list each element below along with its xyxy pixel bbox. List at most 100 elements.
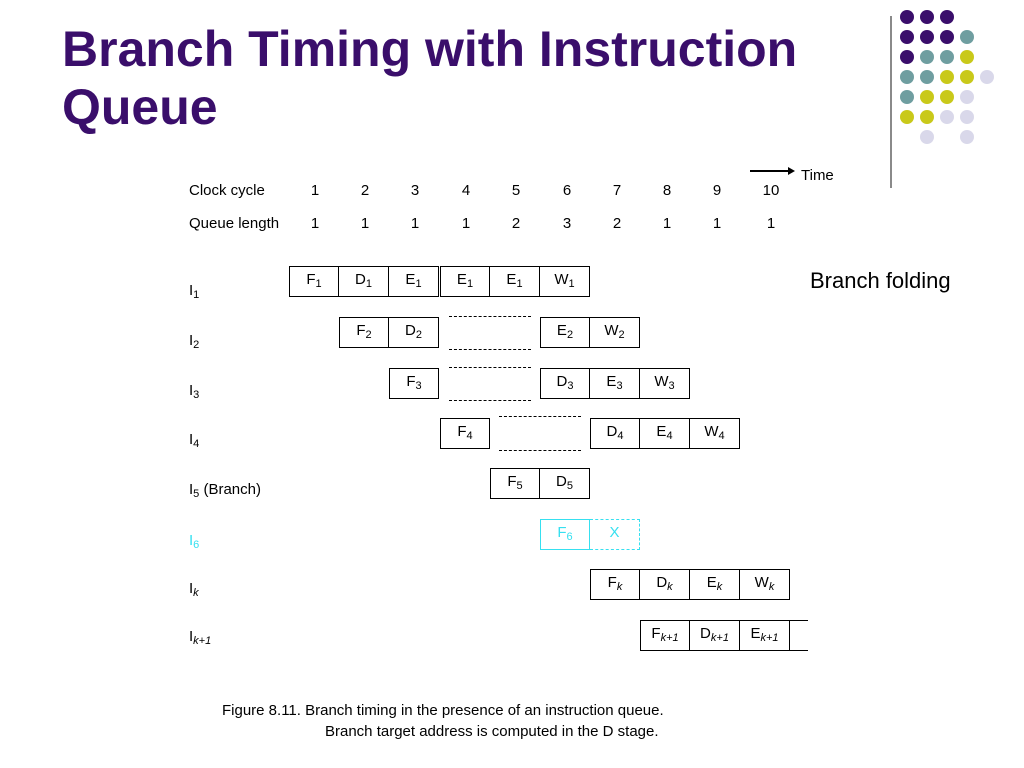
pipeline-stage-i3-1: F3 bbox=[389, 368, 439, 399]
queue-length-value: 1 bbox=[461, 215, 471, 232]
pipeline-stage-i4-3: E4 bbox=[640, 418, 690, 449]
pipeline-stage-ik-2: Dk bbox=[640, 569, 690, 600]
decorative-dot bbox=[900, 90, 914, 104]
clock-cycle-number: 7 bbox=[612, 182, 622, 199]
queue-length-value: 1 bbox=[360, 215, 370, 232]
queue-length-label: Queue length bbox=[189, 215, 280, 232]
time-label: Time bbox=[801, 167, 834, 184]
pipeline-stage-i6-1: F6 bbox=[540, 519, 590, 550]
clock-cycle-number: 5 bbox=[511, 182, 521, 199]
figure-caption-line-1: Figure 8.11. Branch timing in the presen… bbox=[222, 702, 664, 719]
clock-cycle-number: 8 bbox=[662, 182, 672, 199]
queue-length-value: 1 bbox=[662, 215, 672, 232]
decorative-dot bbox=[900, 110, 914, 124]
row-label-i1: I1 bbox=[189, 282, 200, 301]
queue-length-value: 3 bbox=[562, 215, 572, 232]
pipeline-stage-i3-4: W3 bbox=[640, 368, 690, 399]
decorative-dot bbox=[940, 110, 954, 124]
row-label-i3: I3 bbox=[189, 382, 200, 401]
pipeline-stage-i1-3: E1 bbox=[389, 266, 439, 297]
pipeline-stage-i5-1: F5 bbox=[490, 468, 540, 499]
pipeline-stage-i2-3: E2 bbox=[540, 317, 590, 348]
decorative-dot bbox=[920, 130, 934, 144]
title-divider bbox=[890, 16, 892, 188]
decorative-dot bbox=[940, 30, 954, 44]
pipeline-stage-ik1-continuation bbox=[790, 620, 808, 651]
figure-caption-line-2: Branch target address is computed in the… bbox=[325, 723, 659, 740]
decorative-dot bbox=[960, 70, 974, 84]
queue-length-value: 2 bbox=[612, 215, 622, 232]
decorative-dot bbox=[960, 130, 974, 144]
slide-title: Branch Timing with Instruction Queue bbox=[62, 21, 798, 135]
pipeline-stage-i4-1: F4 bbox=[440, 418, 490, 449]
pipeline-stage-i2-4: W2 bbox=[590, 317, 640, 348]
pipeline-stage-i3-3: E3 bbox=[590, 368, 640, 399]
decorative-dot bbox=[960, 30, 974, 44]
decorative-dot bbox=[900, 30, 914, 44]
pipeline-stage-ik-3: Ek bbox=[690, 569, 740, 600]
queue-wait-marker bbox=[449, 367, 531, 368]
clock-cycle-number: 9 bbox=[712, 182, 722, 199]
clock-cycle-number: 10 bbox=[762, 182, 780, 199]
pipeline-stage-ik1-3: Ek+1 bbox=[740, 620, 790, 651]
pipeline-stage-i2-1: F2 bbox=[339, 317, 389, 348]
queue-wait-marker bbox=[449, 349, 531, 350]
pipeline-stage-ik1-2: Dk+1 bbox=[690, 620, 740, 651]
row-label-i4: I4 bbox=[189, 431, 200, 450]
pipeline-stage-i5-2: D5 bbox=[540, 468, 590, 499]
queue-wait-marker bbox=[499, 450, 581, 451]
decorative-dot bbox=[960, 110, 974, 124]
decorative-dot bbox=[920, 10, 934, 24]
decorative-dot bbox=[960, 50, 974, 64]
queue-length-value: 2 bbox=[511, 215, 521, 232]
decorative-dot bbox=[940, 70, 954, 84]
row-label-i6: I6 bbox=[189, 532, 200, 551]
queue-wait-marker bbox=[449, 316, 531, 317]
row-label-ik1: Ik+1 bbox=[189, 628, 212, 647]
pipeline-stage-i4-4: W4 bbox=[690, 418, 740, 449]
pipeline-stage-i1-4: E1 bbox=[440, 266, 490, 297]
row-label-ik: Ik bbox=[189, 580, 199, 599]
decorative-dot bbox=[900, 70, 914, 84]
decorative-dot bbox=[900, 50, 914, 64]
queue-length-value: 1 bbox=[712, 215, 722, 232]
decorative-dot bbox=[920, 30, 934, 44]
queue-length-value: 1 bbox=[766, 215, 776, 232]
row-label-i5: I5 (Branch) bbox=[189, 481, 261, 500]
decorative-dot bbox=[920, 70, 934, 84]
pipeline-stage-ik-4: Wk bbox=[740, 569, 790, 600]
queue-length-value: 1 bbox=[310, 215, 320, 232]
decorative-dot bbox=[940, 50, 954, 64]
queue-length-value: 1 bbox=[410, 215, 420, 232]
pipeline-stage-i4-2: D4 bbox=[590, 418, 640, 449]
pipeline-stage-i2-2: D2 bbox=[389, 317, 439, 348]
queue-wait-marker bbox=[449, 400, 531, 401]
pipeline-stage-i1-6: W1 bbox=[540, 266, 590, 297]
decorative-dot bbox=[900, 10, 914, 24]
queue-wait-marker bbox=[499, 416, 581, 417]
pipeline-stage-i6-2: X bbox=[590, 519, 640, 550]
clock-cycle-number: 1 bbox=[310, 182, 320, 199]
decorative-dot bbox=[980, 70, 994, 84]
decorative-dot bbox=[940, 90, 954, 104]
time-arrow-icon bbox=[750, 167, 795, 175]
decorative-dot bbox=[920, 90, 934, 104]
clock-cycle-number: 2 bbox=[360, 182, 370, 199]
pipeline-stage-i1-2: D1 bbox=[339, 266, 389, 297]
decorative-dot-grid bbox=[900, 10, 1020, 170]
pipeline-stage-i3-2: D3 bbox=[540, 368, 590, 399]
clock-cycle-number: 3 bbox=[410, 182, 420, 199]
row-label-i2: I2 bbox=[189, 332, 200, 351]
clock-cycle-number: 6 bbox=[562, 182, 572, 199]
pipeline-stage-i1-1: F1 bbox=[289, 266, 339, 297]
decorative-dot bbox=[960, 90, 974, 104]
decorative-dot bbox=[920, 50, 934, 64]
clock-cycle-number: 4 bbox=[461, 182, 471, 199]
branch-folding-label: Branch folding bbox=[810, 268, 951, 293]
decorative-dot bbox=[920, 110, 934, 124]
pipeline-stage-ik1-1: Fk+1 bbox=[640, 620, 690, 651]
decorative-dot bbox=[940, 10, 954, 24]
pipeline-stage-ik-1: Fk bbox=[590, 569, 640, 600]
clock-cycle-label: Clock cycle bbox=[189, 182, 265, 199]
pipeline-stage-i1-5: E1 bbox=[490, 266, 540, 297]
